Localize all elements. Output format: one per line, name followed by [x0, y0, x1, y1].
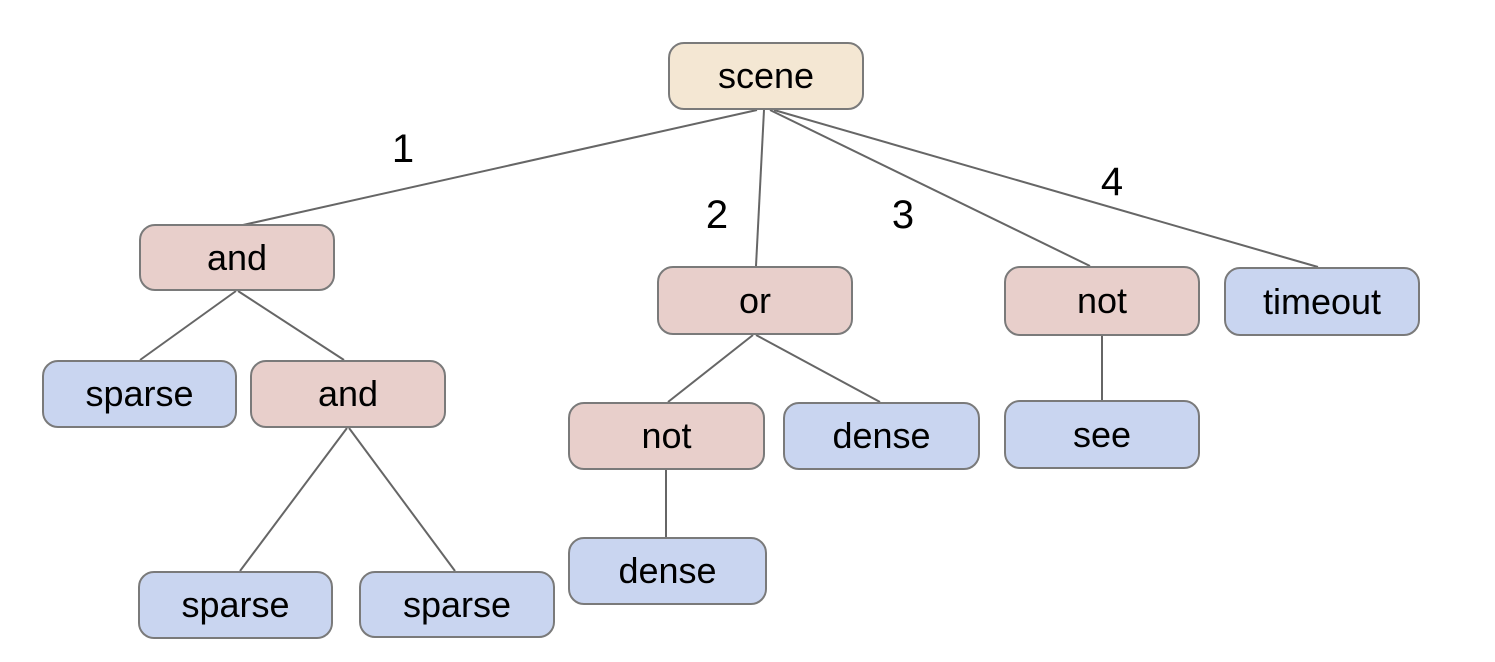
- edge-scene-or: [755, 109, 765, 267]
- edge-or-dense: [755, 334, 881, 403]
- edge-scene-not: [769, 109, 1091, 267]
- node-not-2: not: [568, 402, 765, 470]
- edge-and-and: [237, 290, 345, 361]
- edge-and2-sparse3: [348, 427, 456, 572]
- edge-or-not: [667, 334, 754, 403]
- edge-label-3: 3: [891, 193, 915, 237]
- node-see-1: see: [1004, 400, 1200, 469]
- edge-scene-timeout: [773, 109, 1319, 268]
- node-dense-1: dense: [783, 402, 980, 470]
- edge-label-4: 4: [1100, 160, 1124, 204]
- node-and-2: and: [250, 360, 446, 428]
- node-sparse-2: sparse: [138, 571, 333, 639]
- edge-and2-sparse2: [239, 427, 348, 572]
- node-scene: scene: [668, 42, 864, 110]
- node-timeout-1: timeout: [1224, 267, 1420, 336]
- edge-and-sparse: [139, 290, 237, 361]
- node-dense-2: dense: [568, 537, 767, 605]
- node-and-1: and: [139, 224, 335, 291]
- node-sparse-1: sparse: [42, 360, 237, 428]
- edge-scene-and: [242, 109, 758, 226]
- node-or-1: or: [657, 266, 853, 335]
- node-sparse-3: sparse: [359, 571, 555, 638]
- edge-label-1: 1: [391, 127, 415, 171]
- node-not-1: not: [1004, 266, 1200, 336]
- edge-label-2: 2: [705, 193, 729, 237]
